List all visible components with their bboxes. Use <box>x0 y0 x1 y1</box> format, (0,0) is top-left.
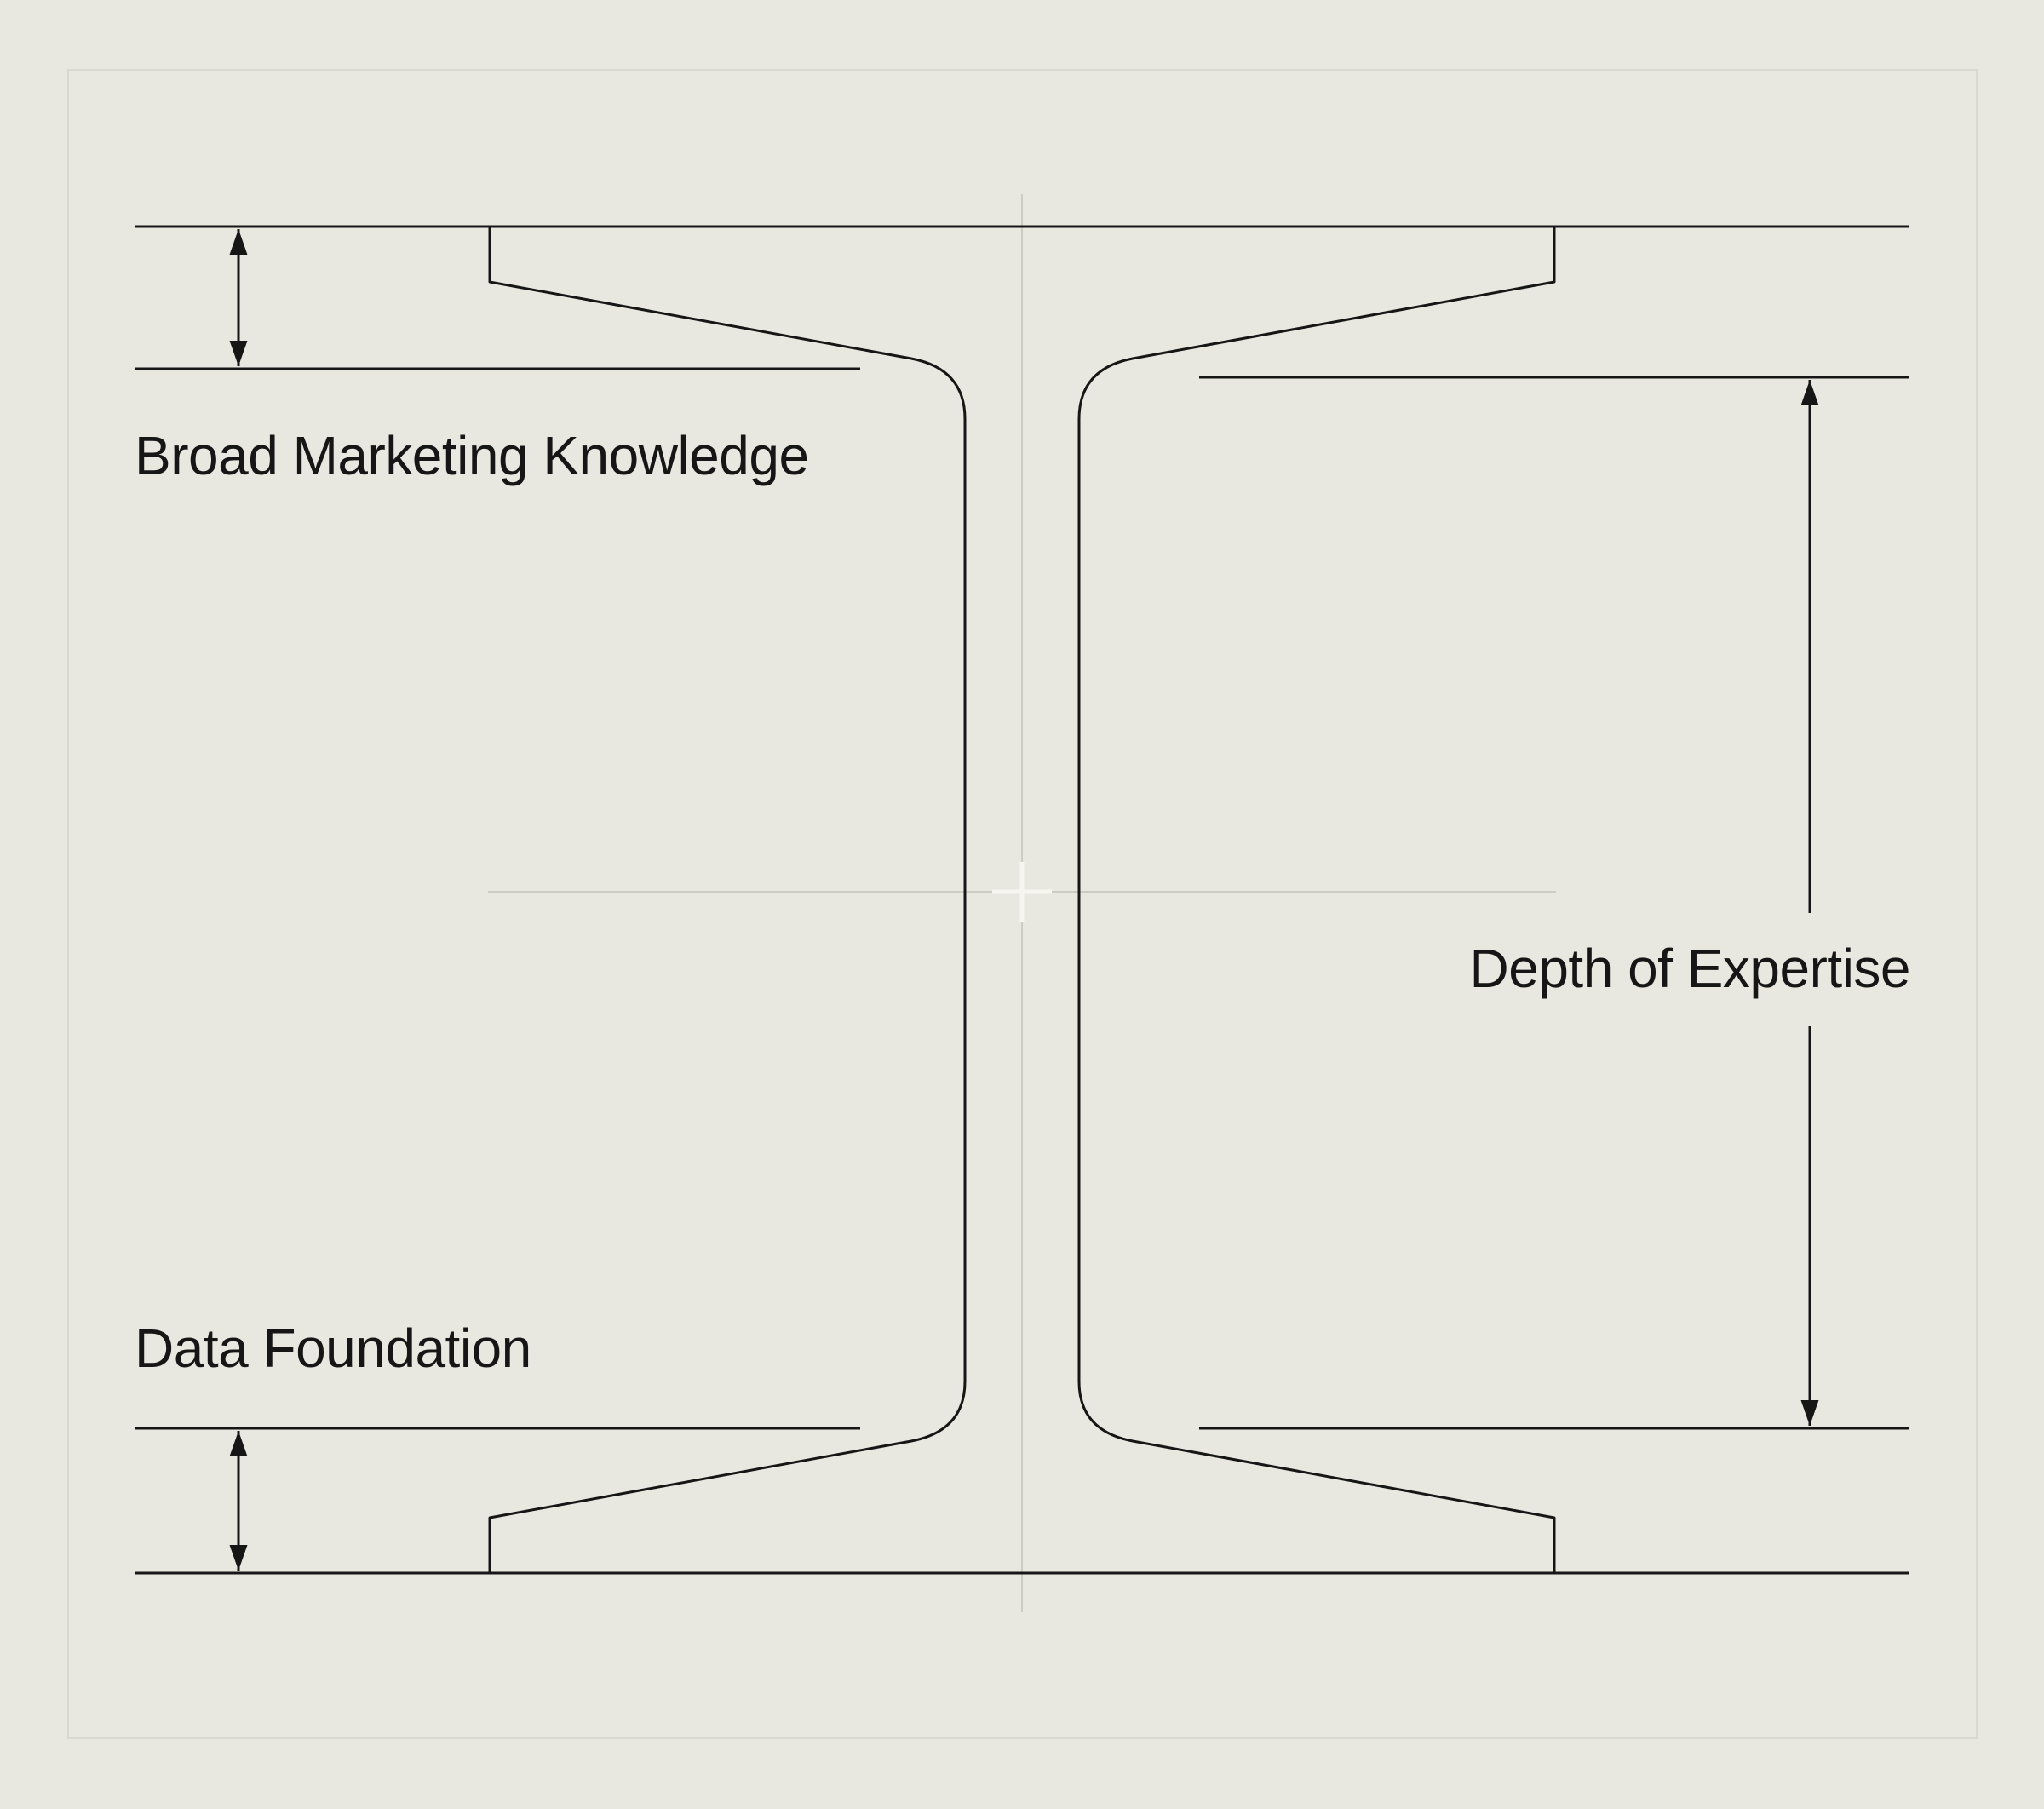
i-beam-outline-left <box>488 227 967 1573</box>
label-broad-marketing-knowledge: Broad Marketing Knowledge <box>135 425 809 486</box>
drawing-frame <box>67 69 1978 1739</box>
i-beam-outline-right <box>1077 227 1556 1573</box>
center-mark <box>992 862 1052 922</box>
label-data-foundation: Data Foundation <box>135 1318 531 1379</box>
drawing-lines <box>135 225 1909 1575</box>
label-depth-of-expertise: Depth of Expertise <box>1469 938 1911 999</box>
